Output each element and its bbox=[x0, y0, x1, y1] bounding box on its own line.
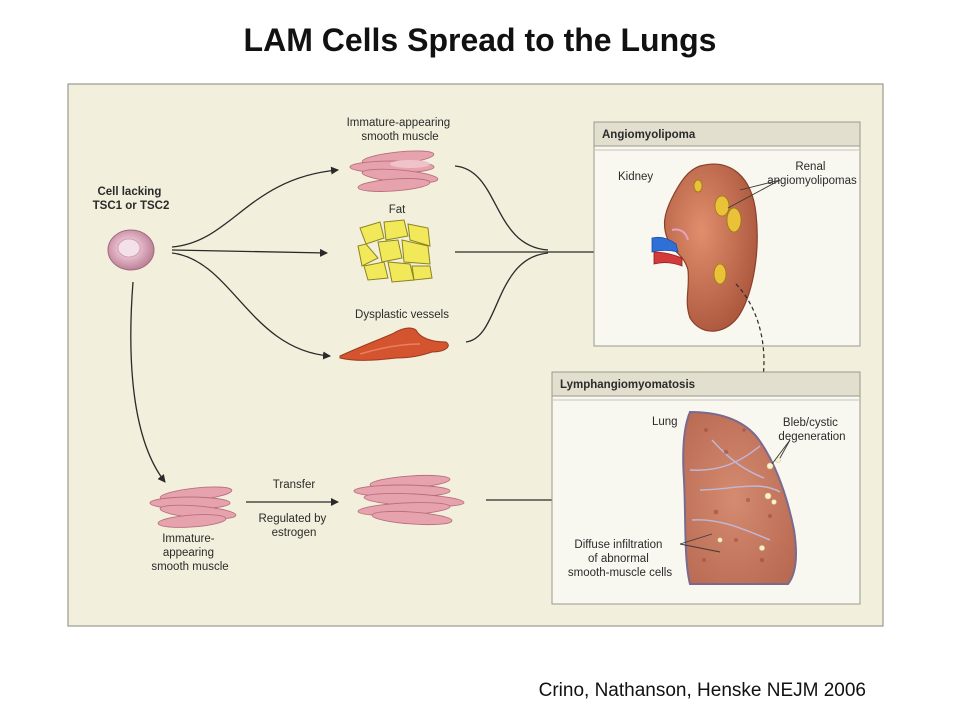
smooth-muscle-cells bbox=[349, 150, 439, 192]
infiltration-pointer-2 bbox=[679, 543, 721, 553]
fat-label: Fat bbox=[389, 204, 406, 216]
kidney-illustration bbox=[651, 163, 758, 332]
infiltration-label-line3: smooth-muscle cells bbox=[568, 567, 672, 579]
lower-cells-label-line1: Immature- bbox=[162, 533, 215, 545]
arrow-down-to-lower-cells bbox=[130, 281, 166, 483]
regulated-label-line2: estrogen bbox=[272, 527, 317, 539]
renal-aml-pointer-1 bbox=[739, 179, 781, 191]
transferred-smooth-muscle-cells bbox=[353, 474, 465, 526]
connector-vessels bbox=[465, 252, 549, 343]
cell-label-line2: TSC1 or TSC2 bbox=[93, 200, 170, 212]
angiomyolipoma-panel-title: Angiomyolipoma bbox=[602, 129, 696, 141]
renal-aml-label-line1: Renal bbox=[795, 161, 825, 173]
infiltration-pointer-1 bbox=[679, 533, 713, 545]
arrow-to-vessels bbox=[171, 252, 331, 360]
vessels-label: Dysplastic vessels bbox=[355, 309, 449, 321]
fat-cells bbox=[357, 219, 433, 283]
smooth-muscle-label-line2: smooth muscle bbox=[361, 131, 438, 143]
cell-label-line1: Cell lacking bbox=[97, 186, 161, 198]
dysplastic-vessel bbox=[339, 327, 449, 361]
lower-smooth-muscle-cells bbox=[149, 486, 237, 528]
lung-label: Lung bbox=[652, 416, 678, 428]
arrow-to-fat bbox=[171, 248, 328, 257]
lung-illustration bbox=[682, 410, 797, 585]
slide-title: LAM Cells Spread to the Lungs bbox=[243, 22, 717, 58]
bleb-pointer-1 bbox=[771, 439, 791, 465]
transfer-label: Transfer bbox=[273, 479, 316, 491]
svg-text:Cell lacking TSC1 or TSC2: Cell lacking TSC1 or TSC2 bbox=[93, 186, 170, 212]
infiltration-label-line2: of abnormal bbox=[588, 553, 649, 565]
arrow-to-smooth-muscle bbox=[171, 166, 339, 248]
infiltration-label-line1: Diffuse infiltration bbox=[574, 539, 662, 551]
renal-aml-pointer-2 bbox=[727, 179, 781, 209]
smooth-muscle-label-line1: Immature-appearing bbox=[347, 117, 451, 129]
svg-text:Diffuse infiltration of ab: Diffuse infiltration of abnormal smooth-… bbox=[568, 539, 672, 579]
lam-panel-title: Lymphangiomyomatosis bbox=[560, 379, 695, 391]
svg-text:Regulated by estrogen: Regulated by estrogen bbox=[259, 513, 330, 539]
bleb-label-line2: degeneration bbox=[778, 431, 845, 443]
lower-cells-label-line3: smooth muscle bbox=[151, 561, 228, 573]
regulated-label-line1: Regulated by bbox=[259, 513, 327, 525]
svg-text:Renal angiomyolipomas: Renal angiomyolipomas bbox=[767, 161, 857, 187]
renal-aml-label-line2: angiomyolipomas bbox=[767, 175, 857, 187]
kidney-label: Kidney bbox=[618, 171, 653, 183]
svg-text:Immature- appearing sm: Immature- appearing smooth muscle bbox=[151, 533, 228, 573]
bleb-label-line1: Bleb/cystic bbox=[783, 417, 838, 429]
tsc-deficient-cell bbox=[107, 229, 155, 271]
connector-smooth-muscle bbox=[454, 165, 549, 251]
svg-text:Immature-appearing smooth: Immature-appearing smooth muscle bbox=[347, 117, 454, 143]
bleb-pointer-2 bbox=[779, 439, 791, 459]
svg-text:Bleb/cystic degeneration: Bleb/cystic degeneration bbox=[778, 417, 845, 443]
citation: Crino, Nathanson, Henske NEJM 2006 bbox=[538, 680, 866, 701]
lower-cells-label-line2: appearing bbox=[163, 547, 214, 559]
